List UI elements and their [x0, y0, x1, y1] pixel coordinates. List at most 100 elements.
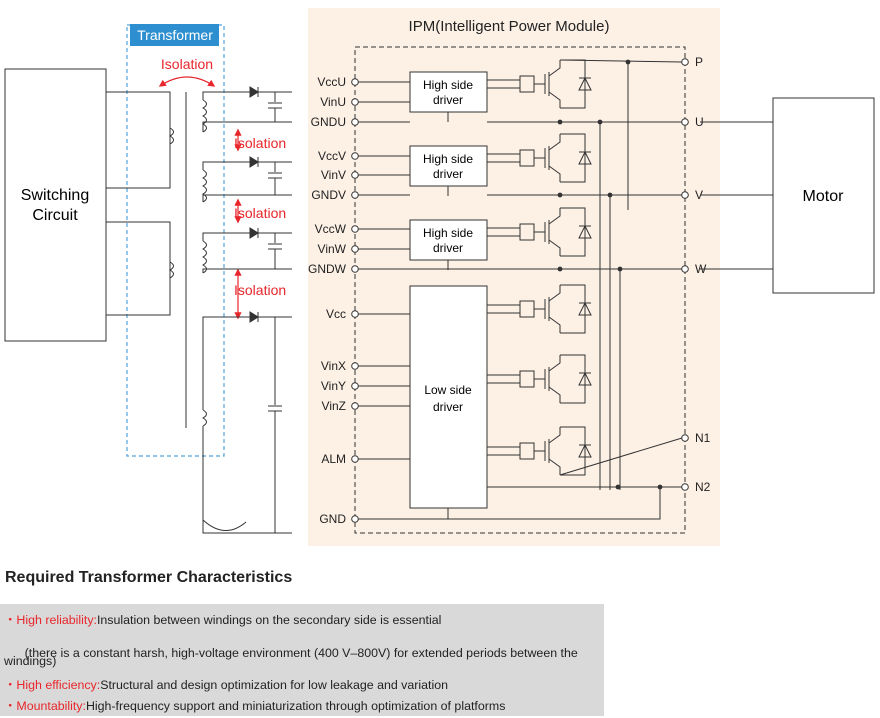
input-pin-label: VccW [315, 222, 347, 236]
primary-windings [106, 91, 187, 428]
secondary-wire [202, 232, 292, 241]
isolation-label-3: Isolation [234, 205, 286, 221]
freewheel-diode-icon [578, 150, 592, 165]
req-item-reliability-cont2: windings) [4, 654, 56, 668]
secondary-wire [202, 268, 292, 273]
freewheel-wire [560, 354, 586, 404]
junction-dot [557, 266, 563, 272]
ipm-dashed-boundary [354, 46, 686, 534]
igbt-collector [548, 134, 561, 151]
diode-icon [249, 311, 259, 323]
input-pin-label: VccU [317, 75, 346, 89]
igbt-emitter [548, 165, 561, 182]
igbt-collector [548, 285, 561, 302]
switching-circuit-label: Switching [21, 187, 89, 204]
req-text-reliability: Insulation between windings on the secon… [96, 613, 442, 627]
high-side-driver-label: driver [433, 93, 463, 107]
freewheel-wire [560, 133, 586, 183]
high-side-driver-label: High side [423, 78, 473, 92]
secondary-circuits [201, 86, 292, 534]
junction-dot [615, 484, 621, 490]
high-side-driver-label: High side [423, 226, 473, 240]
req-key-mountability: Mountability: [16, 699, 86, 713]
input-pin-label: VinU [320, 95, 346, 109]
input-pin-label: GNDW [308, 262, 347, 276]
pin-terminal [351, 152, 359, 160]
req-item-mountability: ・Mountability:High-frequency support and… [4, 696, 505, 714]
pin-terminal [351, 515, 359, 523]
junction-dot [557, 119, 563, 125]
output-pin-label: P [695, 55, 703, 69]
switching-circuit-box [4, 68, 107, 342]
input-pin-label: GNDU [311, 115, 346, 129]
requirements-box: ・High reliability:Insulation between win… [0, 604, 604, 716]
ipm-title: IPM(Intelligent Power Module) [409, 18, 610, 35]
input-pin-label: VinY [321, 379, 346, 393]
igbt-emitter [548, 386, 561, 403]
pin-terminal [351, 118, 359, 126]
pin-terminal [681, 58, 689, 66]
pin-terminal [351, 362, 359, 370]
freewheel-diode-icon [578, 224, 592, 239]
pin-terminal [351, 382, 359, 390]
ipm-background [308, 8, 720, 546]
switching-circuit-label-2: Circuit [32, 207, 78, 224]
pin-terminal [351, 191, 359, 199]
gnd-return [448, 487, 661, 520]
req-item-reliability: ・High reliability:Insulation between win… [4, 610, 441, 628]
high-side-driver-label: driver [433, 241, 463, 255]
diode-icon [249, 86, 259, 98]
input-pin-label: Vcc [326, 307, 346, 321]
secondary-coil [201, 99, 207, 133]
junction-dot [597, 119, 603, 125]
diode-icon [249, 156, 259, 168]
high-side-driver-box [409, 71, 488, 113]
secondary-wire [202, 426, 292, 534]
input-pin-label: VinZ [322, 399, 346, 413]
high-side-driver-label: High side [423, 152, 473, 166]
pin-terminal [351, 265, 359, 273]
req-item-efficiency: ・High efficiency:Structural and design o… [4, 675, 448, 693]
bottom-isolation-curve [202, 519, 247, 531]
input-pin-label: ALM [321, 452, 346, 466]
pin-terminal [351, 402, 359, 410]
input-pin-label: VinV [321, 168, 346, 182]
igbt-emitter [548, 316, 561, 333]
pin-terminal [351, 98, 359, 106]
igbt-switches [358, 59, 683, 520]
req-bullet: ・ [4, 613, 17, 627]
output-pin-label: N2 [695, 480, 711, 494]
transformer-boundary [126, 24, 225, 457]
igbt-emitter [548, 458, 561, 475]
req-bullet: ・ [4, 699, 17, 713]
input-pin-label: VccV [318, 149, 346, 163]
freewheel-diode-icon [578, 371, 592, 386]
secondary-wire [202, 316, 292, 410]
motor-wiring [700, 121, 773, 270]
junction-dot [657, 484, 663, 490]
pin-terminal [681, 265, 689, 273]
transformer-label: Transformer [137, 27, 213, 43]
transformer-label-box [130, 24, 219, 46]
pin-terminal [681, 118, 689, 126]
high-side-driver-box [409, 219, 488, 261]
pin-terminal [351, 455, 359, 463]
junction-dot [607, 192, 613, 198]
igbt-emitter [548, 239, 561, 256]
freewheel-wire [560, 426, 586, 476]
n1-bus [559, 437, 683, 476]
freewheel-wire [560, 284, 586, 334]
junction-dot [617, 266, 623, 272]
pin-terminal [681, 483, 689, 491]
freewheel-diode-icon [578, 76, 592, 91]
secondary-wire [202, 121, 292, 132]
input-pin-label: VinW [318, 242, 347, 256]
pin-terminal [681, 191, 689, 199]
igbt-collector [548, 355, 561, 372]
motor-box [772, 97, 875, 294]
low-side-driver-label: Low side [424, 383, 472, 397]
input-pin-label: GNDV [311, 188, 346, 202]
output-pin-label: V [695, 188, 703, 202]
req-text-reliability-cont2: windings) [4, 654, 57, 668]
